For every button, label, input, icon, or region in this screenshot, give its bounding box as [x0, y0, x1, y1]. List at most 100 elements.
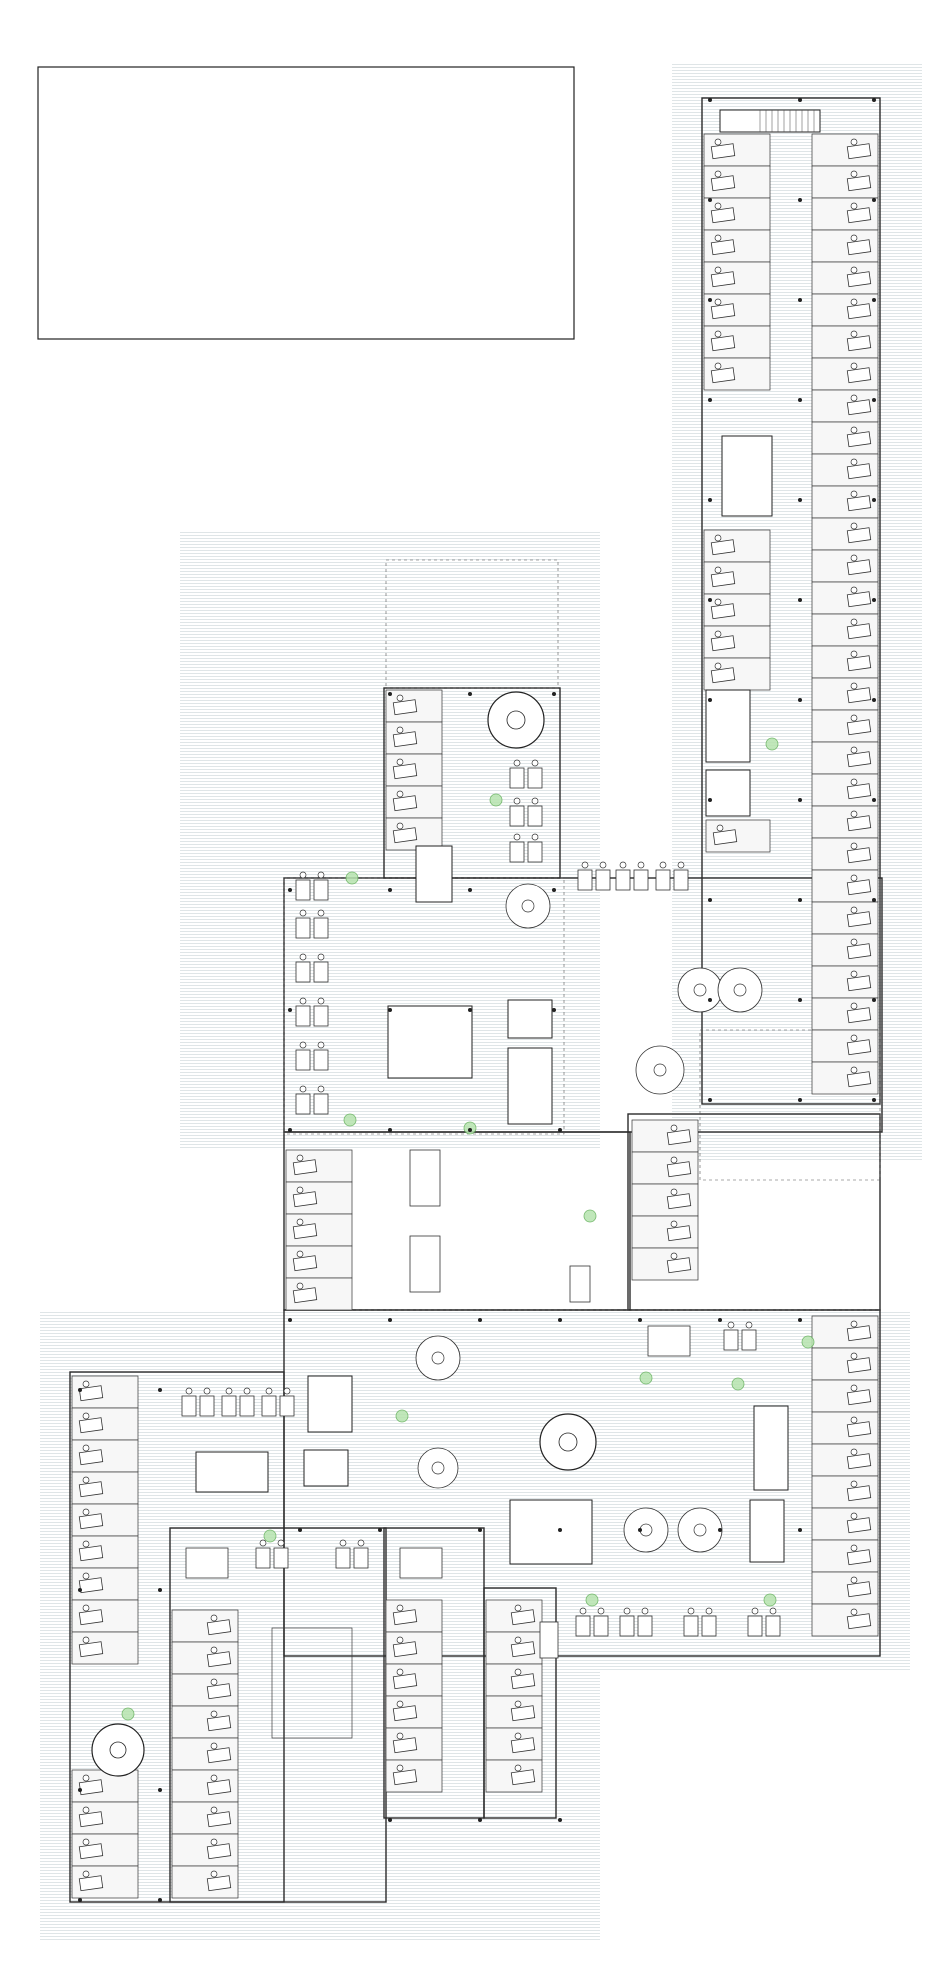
plant-icon	[801, 1335, 815, 1349]
desk-icon	[313, 961, 329, 983]
plant-icon	[121, 737, 815, 1721]
plant-icon	[343, 1113, 357, 1127]
chair-icon	[850, 1608, 858, 1616]
column-icon	[872, 798, 876, 802]
chair-icon	[514, 1604, 522, 1612]
chair-icon	[751, 1607, 759, 1615]
desk-icon	[710, 667, 736, 684]
desk-icon	[295, 1049, 311, 1071]
column-icon	[708, 898, 712, 902]
chair-icon	[714, 234, 722, 242]
chair-icon	[850, 202, 858, 210]
desk-icon	[846, 239, 872, 256]
desk-icon	[292, 1255, 318, 1272]
desk-icon	[313, 879, 329, 901]
chair-icon	[513, 797, 521, 805]
column-icon	[558, 1318, 562, 1322]
desk-icon	[710, 239, 736, 256]
chair-icon	[210, 1614, 218, 1622]
chair-icon	[850, 330, 858, 338]
chair-icon	[745, 1321, 753, 1329]
plant-icon	[395, 1409, 409, 1423]
column-icon	[798, 1528, 802, 1532]
desk-icon	[509, 841, 525, 863]
column-icon	[552, 888, 556, 892]
chair-icon	[641, 1607, 649, 1615]
desk-icon	[846, 783, 872, 800]
desk-icon	[510, 1673, 536, 1690]
column-icon	[708, 598, 712, 602]
chair-icon	[714, 138, 722, 146]
chair-icon	[714, 598, 722, 606]
desk-icon	[206, 1715, 232, 1732]
column-icon	[78, 1898, 82, 1902]
desk-icon	[392, 1705, 418, 1722]
column-icon	[558, 1128, 562, 1132]
chair-icon	[714, 534, 722, 542]
table-top-icon	[733, 983, 747, 997]
chair-icon	[850, 1034, 858, 1042]
chair-icon	[82, 1774, 90, 1782]
column-icon	[158, 1388, 162, 1392]
chair-icon	[514, 1732, 522, 1740]
desk-icon	[723, 1329, 739, 1351]
conference-table-icon	[539, 1621, 559, 1659]
desk-icon	[846, 687, 872, 704]
chair-icon	[82, 1508, 90, 1516]
chair-icon	[514, 1668, 522, 1676]
chair-icon	[317, 953, 325, 961]
desk-icon	[846, 527, 872, 544]
column-icon	[468, 888, 472, 892]
chair-icon	[82, 1870, 90, 1878]
column-icon	[158, 1788, 162, 1792]
desk-icon	[712, 829, 738, 846]
chair-icon	[82, 1838, 90, 1846]
chair-icon	[514, 1636, 522, 1644]
desk-icon	[666, 1193, 692, 1210]
desk-icon	[710, 335, 736, 352]
plant-icon	[731, 1377, 745, 1391]
chair-icon	[210, 1838, 218, 1846]
desk-icon	[846, 495, 872, 512]
chair-icon	[670, 1124, 678, 1132]
desk-icon	[295, 961, 311, 983]
chair-icon	[210, 1870, 218, 1878]
desk-icon	[846, 1007, 872, 1024]
desk-icon	[701, 1615, 717, 1637]
chair-icon	[850, 554, 858, 562]
desk-icon	[846, 815, 872, 832]
column-icon	[558, 1528, 562, 1532]
column-icon	[478, 1318, 482, 1322]
desk-icon	[741, 1329, 757, 1351]
column-icon	[872, 98, 876, 102]
desk-icon	[509, 767, 525, 789]
table-top-icon	[653, 1063, 667, 1077]
desk-icon	[595, 869, 611, 891]
column-icon	[872, 598, 876, 602]
chair-icon	[82, 1806, 90, 1814]
office-cell	[703, 229, 771, 263]
column-icon	[718, 1528, 722, 1532]
chair-icon	[210, 1742, 218, 1750]
chair-icon	[514, 1764, 522, 1772]
chair-icon	[299, 909, 307, 917]
chair-icon	[82, 1380, 90, 1388]
column-icon	[78, 98, 876, 1902]
desk-icon	[633, 869, 649, 891]
desk-icon	[221, 1395, 237, 1417]
chair-icon	[850, 586, 858, 594]
column-icon	[468, 1008, 472, 1012]
column-icon	[708, 998, 712, 1002]
chair-icon	[714, 266, 722, 274]
desk-icon	[846, 431, 872, 448]
office-cells	[71, 133, 879, 1899]
column-icon	[388, 1128, 392, 1132]
chair-icon	[579, 1607, 587, 1615]
column-icon	[638, 1528, 642, 1532]
chair-icon	[714, 202, 722, 210]
desk-icon	[846, 271, 872, 288]
desk-icon	[78, 1875, 104, 1892]
table-top-icon	[693, 983, 707, 997]
desk-icon	[846, 1389, 872, 1406]
desk-icon	[353, 1547, 369, 1569]
